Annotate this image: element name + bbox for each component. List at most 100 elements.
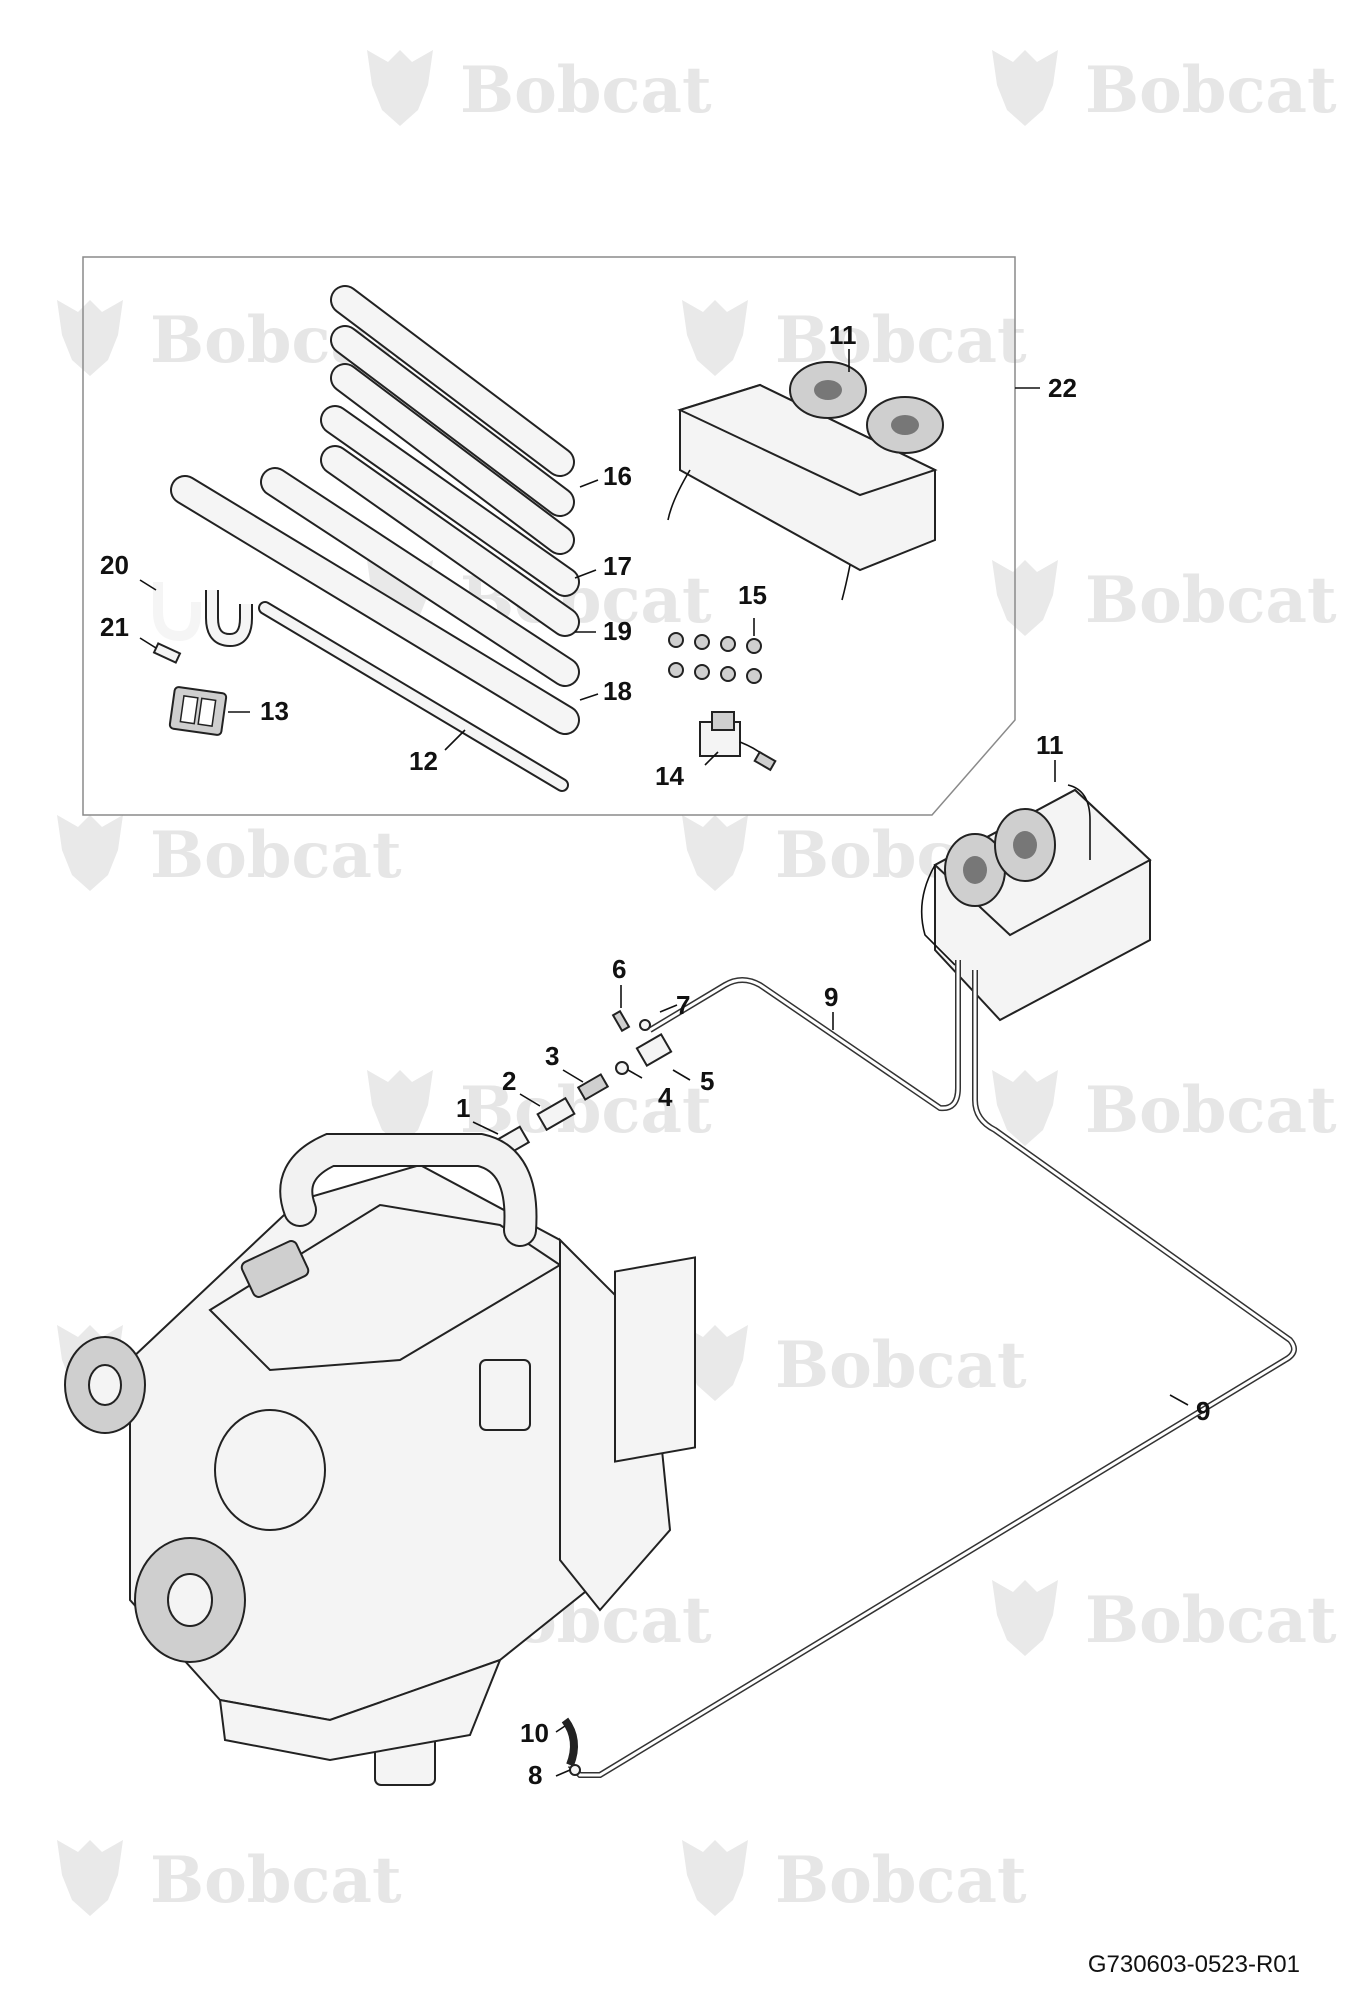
watermark-text: Bobcat [775,1328,1027,1403]
valve-14 [699,711,777,772]
fitting-8 [569,1764,581,1776]
hose-fill [649,960,960,1110]
callout-11-installed: 11 [1036,730,1064,760]
bobcat-logo-icon [367,50,433,126]
heater-pipe [1067,784,1091,860]
engine-pulley-hub [88,1364,122,1406]
leader-21 [139,637,157,649]
hose-clamp-icon [694,664,710,680]
rocker-face [197,697,217,727]
callout-6: 6 [612,954,626,984]
hose-fill [172,477,578,733]
callout-5: 5 [700,1066,714,1096]
callout-13: 13 [260,696,289,726]
leader-10 [555,1725,566,1733]
hose-fill [332,287,573,475]
hose-fill [262,469,578,685]
leader-4 [627,1069,643,1079]
blower-hub [1013,831,1037,859]
callouts: 11 22 16 17 19 18 12 20 21 13 14 15 11 9… [100,320,1210,1790]
callout-20: 20 [100,550,129,580]
watermark-2: Bobcat [992,50,1337,128]
fitting-chain [495,1009,673,1157]
heater-pipe [841,564,851,601]
engine-valve-cover [240,1240,310,1298]
bobcat-logo-icon [992,1580,1058,1656]
callout-18: 18 [603,676,632,706]
callout-17: 17 [603,551,632,581]
leader-2 [519,1093,541,1107]
hose-elbow-fill [207,590,251,646]
hose-clamp-icon [720,636,736,652]
switch-13 [168,686,228,736]
valve-icon [152,642,182,664]
document-id: G730603-0523-R01 [1088,1951,1300,1978]
callout-9-upper: 9 [824,982,838,1012]
hose-clamp-icon [668,632,684,648]
clamps-15 [668,632,762,684]
callout-19: 19 [603,616,632,646]
heater-pipe [920,864,956,966]
watermark-text: Bobcat [1085,563,1337,638]
callout-12: 12 [409,746,438,776]
bobcat-logo-icon [682,815,748,891]
watermark-text: Bobcat [1085,1583,1337,1658]
heater-unit-installed [920,784,1152,1022]
watermark-text: Bobcat [150,1843,402,1918]
engine-mount [614,1256,696,1463]
callout-21: 21 [100,612,129,642]
hose-clamp-icon [720,666,736,682]
leader-7 [659,1004,678,1013]
leader-3 [562,1069,584,1083]
leader-lines [139,349,1189,1777]
hose-fill [332,365,573,553]
engine-intake-fill [281,1135,536,1245]
hose-fill [322,447,578,635]
hose-fill [332,327,573,515]
bobcat-logo-icon [57,300,123,376]
leader-1 [472,1121,499,1135]
hose-group [170,285,580,792]
bobcat-logo-icon [682,300,748,376]
watermark-text: Bobcat [1085,1073,1337,1148]
hose-fill [568,970,1296,1777]
blower-hub [891,415,919,435]
engine-fuel-filter [479,1359,531,1431]
rocker-switch-icon [168,686,228,736]
bobcat-logo-icon [367,1070,433,1146]
leader-9b [1169,1394,1189,1406]
engine [64,1133,696,1786]
leader-5 [672,1069,691,1081]
callout-11-kit: 11 [829,320,857,350]
callout-3: 3 [545,1041,559,1071]
leader-12 [444,729,466,751]
callout-8: 8 [528,1760,542,1790]
watermark-text: Bobcat [150,818,402,893]
engine-oil-pan [218,1658,502,1762]
heater-unit-kit [667,361,944,601]
hose-clamp-icon [746,638,762,654]
hose-elbow-fill [153,582,201,642]
watermark-1: Bobcat [367,50,712,128]
watermark-12: Bobcat [682,1325,1027,1403]
hose-clamp-icon [746,668,762,684]
leader-18 [579,693,599,701]
leader-16 [579,479,599,488]
callout-1: 1 [456,1093,470,1123]
fitting-21 [152,642,182,664]
hose-clamp-icon [668,662,684,678]
fitting-4 [615,1061,629,1075]
lower-fittings [561,1717,581,1776]
valve-connector [753,750,777,772]
engine-gearcover [214,1409,326,1531]
callout-2: 2 [502,1066,516,1096]
kit-outline [82,256,1016,816]
bobcat-logo-icon [992,50,1058,126]
hose-clamp-icon [694,634,710,650]
callout-4: 4 [658,1082,673,1112]
watermark-16: Bobcat [682,1840,1027,1918]
elbow-hoses [153,582,253,648]
bobcat-logo-icon [992,1070,1058,1146]
fitting-2 [536,1096,576,1132]
